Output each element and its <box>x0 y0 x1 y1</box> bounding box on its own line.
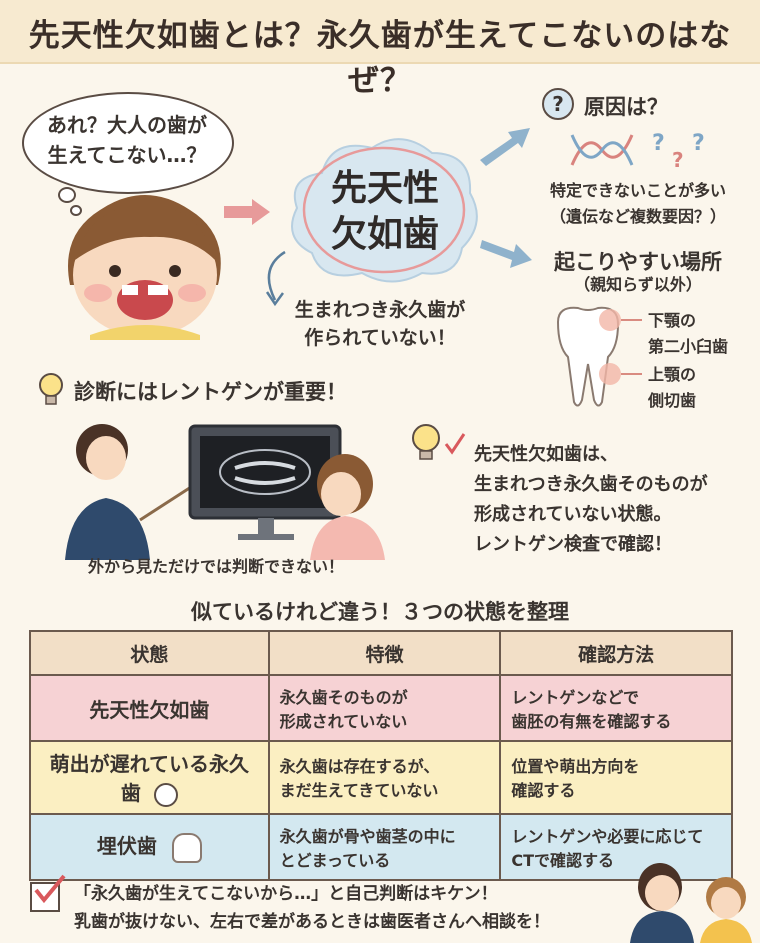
summary-line: レントゲン検査で確認！ <box>474 534 672 555</box>
diagnosis-heading: 診断にはレントゲンが重要！ <box>74 380 347 404</box>
lightbulb-check-icon <box>412 424 466 460</box>
state-label: 萌出が遅れている永久歯 <box>49 752 250 805</box>
cause-line: （遺伝など複数要因？） <box>549 207 726 226</box>
thought-dot <box>70 205 82 216</box>
summary-line: 先天性欠如歯は、 <box>474 444 618 465</box>
definition-line: 作られていない！ <box>304 327 456 349</box>
feature-line: 永久歯が骨や歯茎の中に <box>279 826 456 846</box>
column-header: 確認方法 <box>499 630 733 676</box>
location-upper-line: 上顎の <box>648 365 697 384</box>
arrow-down-right-icon <box>480 240 532 268</box>
table-row: 先天性欠如歯 永久歯そのものが 形成されていない レントゲンなどで 歯胚の有無を… <box>29 674 733 742</box>
method-cell: レントゲンなどで 歯胚の有無を確認する <box>499 674 733 742</box>
location-lower-line: 第二小臼歯 <box>648 337 729 356</box>
center-term-line: 欠如歯 <box>330 214 439 255</box>
xray-scene-illustration <box>65 424 385 560</box>
state-cell: 先天性欠如歯 <box>29 674 270 742</box>
thought-bubble <box>22 92 234 194</box>
method-line: 歯胚の有無を確認する <box>511 712 672 731</box>
locations-heading: 起こりやすい場所 <box>554 250 722 274</box>
feature-line: 永久歯そのものが <box>279 688 408 707</box>
arrow-up-right-icon <box>480 128 530 166</box>
svg-text:?: ? <box>552 92 564 116</box>
summary-line: 形成されていない状態。 <box>474 504 672 525</box>
summary-line: 生まれつき永久歯そのものが <box>474 474 708 495</box>
child-illustration <box>68 195 221 340</box>
definition-note: 生まれつき永久歯が 作られていない！ <box>270 296 490 352</box>
footer-line: 乳歯が抜けない、左右で差があるときは歯医者さんへ相談を！ <box>74 912 550 932</box>
table-row: 埋伏歯 永久歯が骨や歯茎の中に とどまっている レントゲンや必要に応じて CTで… <box>29 812 733 881</box>
impacted-tooth-icon <box>171 832 202 863</box>
location-lower-line: 下顎の <box>648 311 697 330</box>
summary-text: 先天性欠如歯は、 生まれつき永久歯そのものが 形成されていない状態。 レントゲン… <box>474 440 708 560</box>
location-upper: 上顎の 側切歯 <box>648 362 696 414</box>
svg-text:?: ? <box>652 131 665 156</box>
question-icon: ? <box>542 88 574 120</box>
locations-sub: （親知らず以外） <box>574 275 702 294</box>
comparison-heading: 似ているけれど違う！３つの状態を整理 <box>191 600 569 624</box>
feature-cell: 永久歯そのものが 形成されていない <box>267 674 502 742</box>
center-term: 先天性 欠如歯 <box>300 166 470 258</box>
cause-heading: 原因は？ <box>584 95 668 119</box>
comparison-table: 状態 特徴 確認方法 先天性欠如歯 永久歯そのものが 形成されていない レントゲ… <box>29 630 733 881</box>
diagnosis-caption: 外から見ただけでは判断できない！ <box>87 557 344 576</box>
method-line: レントゲンや必要に応じて <box>511 826 704 846</box>
page-title: 先天性欠如歯とは？永久歯が生えてこないのはなぜ？ <box>28 18 732 99</box>
feature-line: 形成されていない <box>279 712 408 731</box>
svg-text:?: ? <box>672 148 684 172</box>
location-lower: 下顎の 第二小臼歯 <box>648 308 728 360</box>
method-line: 位置や萌出方向を <box>511 757 640 777</box>
footer-text: 「永久歯が生えてこないから…」と自己判断はキケン！ 乳歯が抜けない、左右で差があ… <box>74 880 550 936</box>
term-cloud <box>291 138 478 283</box>
state-label: 埋伏歯 <box>96 834 157 859</box>
feature-cell: 永久歯が骨や歯茎の中に とどまっている <box>267 812 502 881</box>
column-header: 状態 <box>29 630 270 676</box>
clock-icon <box>153 782 178 807</box>
feature-line: とどまっている <box>279 850 391 870</box>
checkmark-icon <box>34 874 66 904</box>
svg-text:?: ? <box>692 131 705 156</box>
table-header-row: 状態 特徴 確認方法 <box>29 630 733 676</box>
dna-icon: ? ? ? <box>570 131 705 172</box>
center-term-line: 先天性 <box>330 168 439 209</box>
feature-line: まだ生えてきていない <box>279 781 439 801</box>
method-line: レントゲンなどで <box>511 688 640 707</box>
thought-line: 生えてこない…？ <box>47 143 207 167</box>
method-cell: 位置や萌出方向を 確認する <box>499 740 733 815</box>
location-upper-line: 側切歯 <box>648 391 697 410</box>
feature-cell: 永久歯は存在するが、 まだ生えてきていない <box>267 740 502 815</box>
cause-text: 特定できないことが多い （遺伝など複数要因？） <box>528 178 748 230</box>
method-cell: レントゲンや必要に応じて CTで確認する <box>499 812 733 881</box>
title-band <box>0 0 760 64</box>
cause-line: 特定できないことが多い <box>549 181 726 200</box>
location-markers <box>599 309 642 385</box>
thought-bubble-text: あれ？大人の歯が 生えてこない…？ <box>22 110 232 170</box>
method-line: CTで確認する <box>511 850 614 870</box>
dentist-staff-illustration <box>630 863 752 943</box>
method-line: 確認する <box>511 781 576 801</box>
curved-arrow-icon <box>265 250 286 307</box>
footer-line: 「永久歯が生えてこないから…」と自己判断はキケン！ <box>74 884 498 904</box>
thought-line: あれ？大人の歯が <box>47 113 207 137</box>
column-header: 特徴 <box>267 630 502 676</box>
feature-line: 永久歯は存在するが、 <box>279 757 440 777</box>
arrow-right-icon <box>224 199 270 225</box>
state-cell: 萌出が遅れている永久歯 <box>29 740 270 815</box>
definition-line: 生まれつき永久歯が <box>294 299 466 321</box>
lightbulb-icon <box>39 373 63 405</box>
table-row: 萌出が遅れている永久歯 永久歯は存在するが、 まだ生えてきていない 位置や萌出方… <box>29 740 733 815</box>
state-cell: 埋伏歯 <box>29 812 270 881</box>
thought-dot <box>58 187 76 203</box>
